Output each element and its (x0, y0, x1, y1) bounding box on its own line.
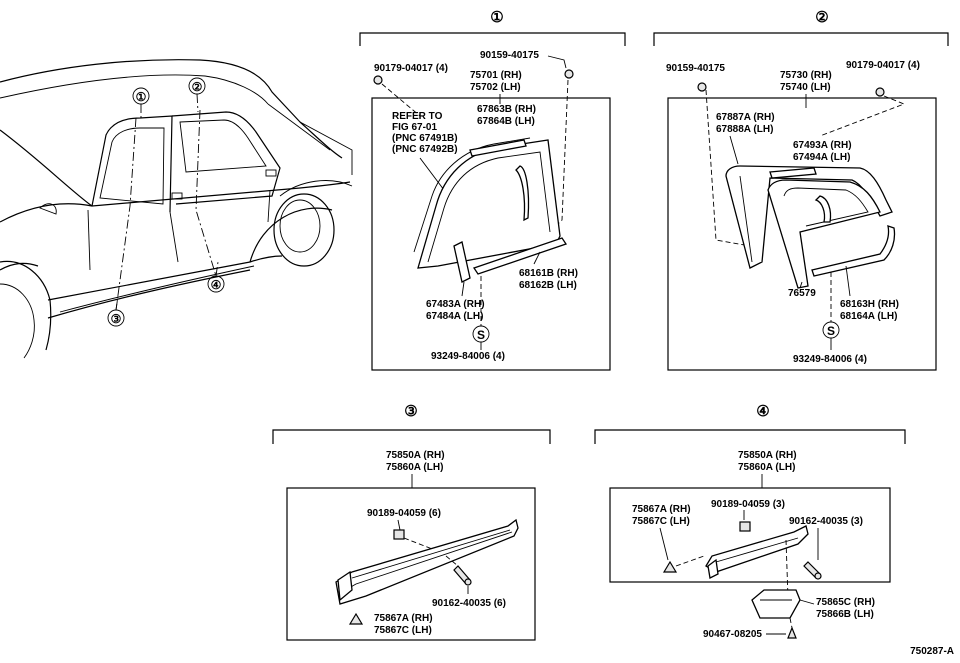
g2-channel-lh: 67494A (LH) (793, 152, 850, 163)
g2-moulding-rh: 75730 (RH) (780, 70, 832, 81)
figure-id: 750287-A (910, 646, 954, 657)
g4-bracket-lh: 75866B (LH) (816, 609, 874, 620)
group-4-frame (609, 487, 891, 583)
group-1: ① 90179-04017 (4) 90159-40175 75701 (RH)… (359, 9, 626, 371)
g1-piece-rh: 67483A (RH) (426, 299, 485, 310)
retainer-icon (662, 560, 678, 573)
g1-bolt-left: 90179-04017 (4) (374, 63, 448, 74)
g3-retainer-rh: 75867A (RH) (374, 613, 433, 624)
g1-seal-lh: 67864B (LH) (477, 116, 535, 127)
quarter-glass-part (767, 179, 881, 289)
belt-moulding-part (811, 225, 896, 277)
g3-clip: 90189-04059 (6) (367, 508, 441, 519)
front-mudguard-part (705, 525, 809, 579)
group-1-frame (371, 97, 611, 371)
bolt-icon (697, 82, 707, 92)
g4-bracket-rh: 75865C (RH) (816, 597, 875, 608)
g2-glass: 76579 (788, 288, 816, 299)
g1-moulding-rh: 75701 (RH) (470, 70, 522, 81)
rivet-icon (787, 626, 797, 639)
g1-seal-rh: 67863B (RH) (477, 104, 536, 115)
screw-icon (803, 561, 822, 580)
car-callout-4: ④ (211, 278, 222, 292)
g4-mudguard-rh: 75850A (RH) (738, 450, 797, 461)
g2-bolt-right: 90179-04017 (4) (846, 60, 920, 71)
g4-retainer-rh: 75867A (RH) (632, 504, 691, 515)
bracket-part (751, 589, 801, 619)
g1-screw: 93249-84006 (4) (431, 351, 505, 362)
group-2: ② 90159-40175 90179-04017 (4) 75730 (RH)… (653, 9, 949, 371)
g1-refer-1: REFER TO (392, 111, 443, 122)
channel-part (769, 167, 817, 179)
group-2-marker: ② (815, 9, 828, 26)
bolt-icon (373, 75, 383, 85)
group-4: ④ 75850A (RH) 75860A (LH) 75867A (RH) 75… (594, 403, 906, 640)
bolt-icon (564, 69, 574, 79)
g3-retainer-lh: 75867C (LH) (374, 625, 432, 636)
retainer-icon (348, 612, 364, 625)
g2-moulding-lh: 75740 (LH) (780, 82, 831, 93)
g4-mudguard-lh: 75860A (LH) (738, 462, 795, 473)
g1-moulding-lh: 75702 (LH) (470, 82, 521, 93)
g2-s-symbol: S (827, 324, 835, 338)
g2-screw: 93249-84006 (4) (793, 354, 867, 365)
group-3-frame (286, 487, 536, 641)
g4-rivet: 90467-08205 (703, 629, 762, 640)
group-4-marker: ④ (756, 403, 769, 420)
rocker-mudguard-part (335, 518, 519, 605)
g3-mudguard-rh: 75850A (RH) (386, 450, 445, 461)
pillar-piece-part (453, 241, 471, 283)
screw-icon (453, 565, 472, 586)
g3-mudguard-lh: 75860A (LH) (386, 462, 443, 473)
g2-seal-lh: 67888A (LH) (716, 124, 773, 135)
bolt-icon (875, 87, 885, 97)
door-frame-part (413, 137, 561, 269)
g4-clip: 90189-04059 (3) (711, 499, 785, 510)
g2-bolt-left: 90159-40175 (666, 63, 725, 74)
car-callout-1: ① (136, 90, 147, 104)
g1-belt-rh: 68161B (RH) (519, 268, 578, 279)
group-3-marker: ③ (404, 403, 417, 420)
g2-belt-lh: 68164A (LH) (840, 311, 897, 322)
g2-seal-rh: 67887A (RH) (716, 112, 775, 123)
group-3: ③ 75850A (RH) 75860A (LH) 90189-04059 (6… (272, 403, 551, 641)
g1-bolt-right: 90159-40175 (480, 50, 539, 61)
g1-refer-3: (PNC 67491B) (392, 133, 458, 144)
g3-screw: 90162-40035 (6) (432, 598, 506, 609)
clip-icon (393, 529, 405, 540)
rear-door-frame-part (725, 165, 893, 269)
group-2-frame (667, 97, 937, 371)
g4-screw: 90162-40035 (3) (789, 516, 863, 527)
g4-retainer-lh: 75867C (LH) (632, 516, 690, 527)
g1-s-symbol: S (477, 328, 485, 342)
clip-icon (739, 521, 751, 532)
car-illustration: ① ② ③ ④ (0, 59, 353, 359)
g1-refer-4: (PNC 67492B) (392, 144, 458, 155)
car-callout-2: ② (192, 80, 203, 94)
belt-moulding-part (472, 237, 568, 275)
group-1-marker: ① (490, 9, 503, 26)
g2-belt-rh: 68163H (RH) (840, 299, 899, 310)
car-callout-3: ③ (111, 312, 122, 326)
g2-channel-rh: 67493A (RH) (793, 140, 852, 151)
g1-refer-2: FIG 67-01 (392, 122, 437, 133)
g1-belt-lh: 68162B (LH) (519, 280, 577, 291)
g1-piece-lh: 67484A (LH) (426, 311, 483, 322)
